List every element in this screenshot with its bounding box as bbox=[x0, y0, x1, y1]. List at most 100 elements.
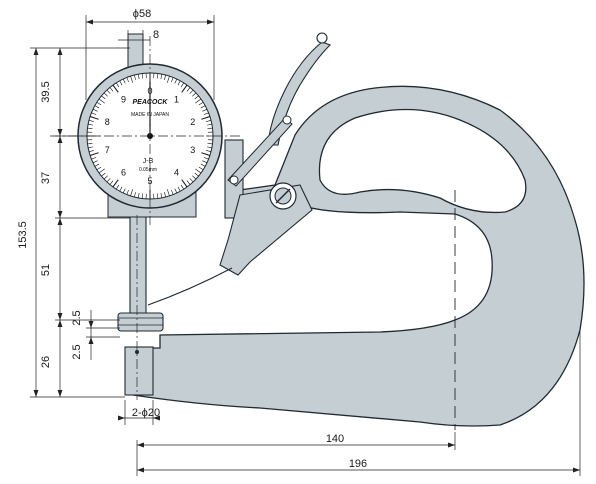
dial-tick bbox=[88, 123, 94, 126]
dial-tick bbox=[130, 189, 133, 197]
dial-tick bbox=[92, 160, 98, 164]
dial-tick bbox=[87, 142, 93, 145]
dial-tick bbox=[101, 172, 106, 177]
dial-tick bbox=[192, 175, 197, 180]
dial-tick bbox=[177, 186, 181, 192]
dial-tick bbox=[126, 77, 129, 83]
dial-tick bbox=[192, 92, 197, 97]
dim-dial-upper: 39.5 bbox=[40, 81, 52, 102]
dim-throat-depth: 140 bbox=[326, 433, 344, 445]
dial-tick bbox=[200, 105, 206, 109]
dimension-arrows bbox=[33, 19, 580, 473]
spindle-collar bbox=[117, 312, 164, 332]
lower-anvil bbox=[124, 346, 154, 396]
dial-tick bbox=[94, 163, 100, 167]
dial-tick bbox=[198, 166, 204, 171]
frame-cutout bbox=[318, 108, 527, 214]
dial-tick bbox=[160, 192, 163, 198]
dial-tick bbox=[189, 178, 194, 183]
dial-tick bbox=[164, 74, 166, 80]
dim-dial-lower: 37 bbox=[40, 172, 52, 184]
dial-tick bbox=[141, 73, 144, 79]
dial-tick bbox=[171, 77, 174, 83]
dial-number: 9 bbox=[121, 95, 126, 105]
dial-tick bbox=[94, 105, 100, 109]
dial-tick bbox=[91, 157, 97, 160]
dial-tick bbox=[174, 188, 178, 194]
dial-tick bbox=[207, 127, 213, 130]
dial-tick bbox=[200, 163, 206, 167]
lever-pivot-top bbox=[316, 32, 328, 44]
dial-tick bbox=[156, 193, 159, 199]
spindle-stem bbox=[129, 214, 147, 316]
dial-tick bbox=[164, 192, 166, 198]
dial-tick bbox=[98, 98, 105, 104]
dial-tick bbox=[180, 82, 185, 88]
dial-tick bbox=[167, 189, 170, 197]
dial-tick bbox=[92, 108, 98, 112]
lever-pivot-low bbox=[229, 175, 239, 185]
dial-number: 2 bbox=[190, 117, 195, 127]
dim-gap-bottom: 2.5 bbox=[71, 344, 83, 359]
dial-tick bbox=[194, 95, 199, 100]
dim-gap-top: 2.5 bbox=[71, 310, 83, 325]
anvil-mark bbox=[135, 350, 139, 354]
dial-tick bbox=[88, 146, 94, 149]
dial-tick bbox=[160, 74, 163, 80]
dial-tick bbox=[103, 92, 108, 97]
dial-tick bbox=[186, 87, 191, 92]
dial-tick bbox=[206, 120, 212, 122]
dial-tick bbox=[203, 157, 209, 160]
dim-anvil-diameter: 2-ϕ20 bbox=[132, 407, 160, 419]
dial-tick bbox=[206, 150, 212, 152]
dial-tick bbox=[96, 166, 102, 171]
dial-tick bbox=[206, 123, 212, 126]
dial-tick bbox=[130, 75, 133, 83]
dial-tick bbox=[119, 80, 123, 86]
dial-tick bbox=[106, 89, 111, 94]
dial-graduation: 0.05mm bbox=[139, 167, 157, 173]
dial-tick bbox=[122, 188, 126, 194]
dial-number: 1 bbox=[174, 95, 179, 105]
dial-tick bbox=[177, 80, 181, 86]
dial-tick bbox=[171, 189, 174, 195]
dial-tick bbox=[126, 189, 129, 195]
dial-tick bbox=[91, 112, 97, 115]
dial-tick bbox=[112, 84, 119, 93]
dial-tick bbox=[88, 120, 94, 122]
dial-tick bbox=[115, 184, 120, 190]
dial-tick bbox=[103, 175, 108, 180]
dial-tick bbox=[96, 101, 102, 106]
dial-tick bbox=[87, 127, 93, 130]
dimension-lines bbox=[30, 15, 581, 476]
dial-tick bbox=[206, 146, 212, 149]
dim-overall-length: 196 bbox=[349, 458, 367, 470]
dial-tick bbox=[195, 168, 202, 174]
dial-tick bbox=[156, 73, 159, 79]
dim-base-height: 26 bbox=[40, 356, 52, 368]
dial-number: 4 bbox=[174, 167, 179, 177]
dial-tick bbox=[89, 116, 99, 120]
dial-tick bbox=[137, 192, 140, 198]
dial-number: 8 bbox=[105, 117, 110, 127]
dial-tick bbox=[174, 78, 178, 84]
dial-tick bbox=[189, 89, 194, 94]
dial-tick bbox=[112, 179, 119, 188]
dim-total-height: 153.5 bbox=[17, 221, 29, 249]
dial-tick bbox=[109, 180, 114, 185]
dial-tick bbox=[115, 82, 120, 88]
dial-tick bbox=[106, 178, 111, 183]
dial-number: 7 bbox=[105, 145, 110, 155]
dial-tick bbox=[202, 160, 208, 164]
dial-tick bbox=[119, 186, 123, 192]
dial-tick bbox=[203, 112, 209, 115]
dial-tick bbox=[122, 78, 126, 84]
dial-tick bbox=[98, 168, 105, 174]
dial-tick bbox=[181, 179, 188, 188]
dial-tick bbox=[134, 192, 136, 198]
dial-tick bbox=[207, 142, 213, 145]
dial-tick bbox=[202, 108, 208, 112]
screw-slot bbox=[275, 188, 291, 204]
